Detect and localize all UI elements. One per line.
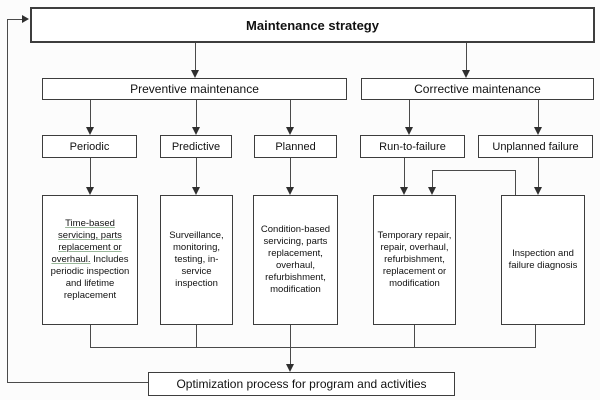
stub-periodic bbox=[90, 325, 91, 347]
connector-predictive-detail bbox=[196, 158, 197, 187]
connector-preventive-planned bbox=[290, 100, 291, 127]
connector-collector-optimization bbox=[290, 347, 291, 364]
periodic-label: Periodic bbox=[69, 140, 110, 153]
arrowhead-down-icon bbox=[286, 127, 294, 135]
arrowhead-right-icon bbox=[22, 15, 29, 23]
periodic-box: Periodic bbox=[42, 135, 137, 158]
feedback-bottom-line bbox=[7, 382, 148, 383]
periodic-detail-underlined: Time-based servicing, parts replacement … bbox=[51, 218, 122, 265]
predictive-label: Predictive bbox=[171, 140, 221, 153]
crosslink-riser bbox=[515, 170, 516, 195]
stub-predictive bbox=[196, 325, 197, 347]
arrowhead-down-icon bbox=[191, 70, 199, 78]
maintenance-strategy-label: Maintenance strategy bbox=[246, 17, 379, 33]
feedback-left-line bbox=[7, 19, 8, 383]
arrowhead-down-icon bbox=[192, 127, 200, 135]
stub-planned bbox=[290, 325, 291, 347]
optimization-process-label: Optimization process for program and act… bbox=[176, 377, 427, 391]
arrowhead-down-icon bbox=[86, 187, 94, 195]
periodic-detail-box: Time-based servicing, parts replacement … bbox=[42, 195, 138, 325]
periodic-detail-text: Time-based servicing, parts replacement … bbox=[46, 218, 134, 302]
arrowhead-down-icon bbox=[286, 364, 294, 372]
collector-line bbox=[90, 347, 536, 348]
connector-title-preventive bbox=[195, 43, 196, 71]
connector-corrective-unplanned bbox=[538, 100, 539, 127]
connector-unplanned-detail bbox=[538, 158, 539, 187]
stub-runtofailure bbox=[414, 325, 415, 347]
connector-corrective-runtofailure bbox=[409, 100, 410, 127]
planned-label: Planned bbox=[275, 140, 316, 153]
arrowhead-down-icon bbox=[462, 70, 470, 78]
run-to-failure-label: Run-to-failure bbox=[379, 140, 446, 153]
corrective-maintenance-box: Corrective maintenance bbox=[361, 78, 594, 100]
arrowhead-down-icon bbox=[86, 127, 94, 135]
arrowhead-down-icon bbox=[534, 187, 542, 195]
preventive-maintenance-box: Preventive maintenance bbox=[42, 78, 347, 100]
connector-preventive-predictive bbox=[196, 100, 197, 127]
run-to-failure-box: Run-to-failure bbox=[360, 135, 465, 158]
planned-detail-box: Condition-based servicing, parts replace… bbox=[253, 195, 338, 325]
connector-runtofailure-detail bbox=[404, 158, 405, 187]
unplanned-failure-box: Unplanned failure bbox=[478, 135, 593, 158]
unplanned-failure-detail-box: Inspection and failure diagnosis bbox=[501, 195, 585, 325]
unplanned-failure-detail-text: Inspection and failure diagnosis bbox=[508, 248, 578, 271]
preventive-maintenance-label: Preventive maintenance bbox=[130, 82, 259, 96]
predictive-box: Predictive bbox=[160, 135, 232, 158]
corrective-maintenance-label: Corrective maintenance bbox=[414, 82, 541, 96]
crosslink-horizontal bbox=[432, 170, 516, 171]
predictive-detail-text: Surveillance, monitoring, testing, in-se… bbox=[169, 230, 224, 289]
arrowhead-down-icon bbox=[428, 187, 436, 195]
arrowhead-down-icon bbox=[286, 187, 294, 195]
arrowhead-down-icon bbox=[405, 127, 413, 135]
connector-preventive-periodic bbox=[90, 100, 91, 127]
arrowhead-down-icon bbox=[400, 187, 408, 195]
unplanned-failure-label: Unplanned failure bbox=[492, 140, 579, 153]
periodic-detail-rest: Includes periodic inspection and lifetim… bbox=[50, 254, 130, 301]
stub-unplanned bbox=[535, 325, 536, 347]
run-to-failure-detail-text: Temporary repair, repair, overhaul, refu… bbox=[377, 230, 452, 289]
connector-periodic-detail bbox=[90, 158, 91, 187]
crosslink-dropper bbox=[432, 170, 433, 187]
planned-box: Planned bbox=[254, 135, 337, 158]
predictive-detail-box: Surveillance, monitoring, testing, in-se… bbox=[160, 195, 233, 325]
arrowhead-down-icon bbox=[534, 127, 542, 135]
maintenance-strategy-box: Maintenance strategy bbox=[30, 7, 595, 43]
run-to-failure-detail-box: Temporary repair, repair, overhaul, refu… bbox=[373, 195, 456, 325]
planned-detail-text: Condition-based servicing, parts replace… bbox=[260, 224, 331, 295]
optimization-process-box: Optimization process for program and act… bbox=[148, 372, 455, 396]
arrowhead-down-icon bbox=[192, 187, 200, 195]
feedback-top-line bbox=[7, 19, 23, 20]
connector-title-corrective bbox=[466, 43, 467, 71]
connector-planned-detail bbox=[290, 158, 291, 187]
